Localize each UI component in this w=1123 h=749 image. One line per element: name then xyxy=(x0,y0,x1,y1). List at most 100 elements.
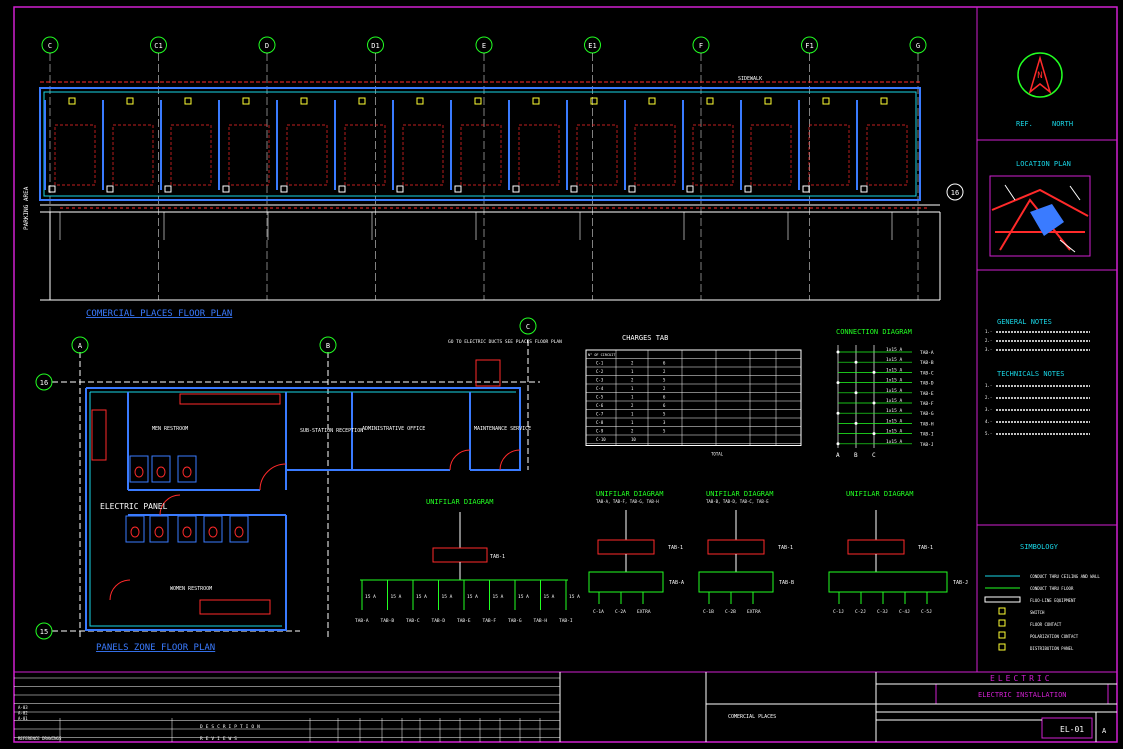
table-cell: 2 xyxy=(663,369,666,374)
unifilar-title: UNIFILAR DIAGRAM xyxy=(596,490,663,498)
simbology-title: SIMBOLOGY xyxy=(1020,543,1059,551)
location-plan-title: LOCATION PLAN xyxy=(1016,160,1071,168)
toilet-icon xyxy=(134,466,144,478)
panel-label: TAB-1 xyxy=(490,554,505,560)
door xyxy=(159,494,181,516)
tab-label: TAB-D xyxy=(432,618,446,624)
charges-tab-title: CHARGES TAB xyxy=(622,334,668,342)
breaker-label: 15 A xyxy=(518,594,529,600)
column xyxy=(744,185,752,193)
breaker-label: 1x15 A xyxy=(886,418,903,424)
building-outline xyxy=(39,87,921,201)
note-number: 1.- xyxy=(985,383,992,388)
stall xyxy=(129,455,149,483)
tap xyxy=(854,391,858,395)
circuit-run xyxy=(344,124,386,186)
column xyxy=(48,185,56,193)
circuit-run xyxy=(54,124,96,186)
map-detail xyxy=(1004,184,1081,253)
column xyxy=(628,185,636,193)
panels-inner-walls xyxy=(89,391,516,627)
room-women: WOMEN RESTROOM xyxy=(170,586,212,592)
simbology-list: CONDUCT THRU CEILING AND WALL CONDUCT THR… xyxy=(984,574,1100,651)
note-number: 2.- xyxy=(985,338,992,343)
circuit-label: C-1B xyxy=(703,609,714,615)
title-block: ELECTRIC ELECTRIC INSTALLATION EL-01 A C… xyxy=(559,672,1117,742)
busbar-box xyxy=(828,571,948,593)
stall xyxy=(149,515,169,543)
grid-label: F xyxy=(699,42,703,50)
table-header: N° OF CIRCUIT xyxy=(588,353,616,357)
breaker-label: 1x15 A xyxy=(886,429,903,435)
tap xyxy=(854,360,858,364)
out-tab-label: TAB-A xyxy=(669,580,684,586)
tab-label: TAB-F xyxy=(483,618,497,624)
column xyxy=(396,185,404,193)
unifilar-main-title: UNIFILAR DIAGRAM xyxy=(426,498,493,506)
tab-label: TAB-G xyxy=(920,411,934,417)
column xyxy=(512,185,520,193)
symbol-icon xyxy=(998,619,1006,627)
compass-ref: REF. xyxy=(1016,120,1033,128)
parking-label: PARKING AREA xyxy=(23,186,30,230)
toilet-icon xyxy=(182,466,192,478)
panels-walls xyxy=(85,387,521,631)
grid-label: C xyxy=(526,323,530,331)
room-substation: SUB-STATION RECEPTION xyxy=(300,428,363,434)
outlet xyxy=(68,97,76,105)
sink-counter xyxy=(199,599,271,615)
panels-zone-plan: MEN RESTROOM WOMEN RESTROOM SUB-STATION … xyxy=(52,339,562,653)
outlet xyxy=(300,97,308,105)
outlet xyxy=(358,97,366,105)
circuit-label: C-3J xyxy=(877,609,888,615)
stall xyxy=(177,515,197,543)
table-cell: 5 xyxy=(663,429,666,434)
tab-label: TAB-E xyxy=(457,618,471,624)
busbar-box xyxy=(698,571,774,593)
revision: A xyxy=(1102,727,1107,735)
note-number: 3.- xyxy=(985,347,992,352)
breaker-label: 1x15 A xyxy=(886,367,903,373)
tab-label: TAB-E xyxy=(920,391,934,397)
outlet xyxy=(474,97,482,105)
grid-label: A xyxy=(78,342,83,350)
compass-circle xyxy=(1017,52,1063,98)
table-cell: 1 xyxy=(631,395,634,400)
column xyxy=(164,185,172,193)
tab-label: TAB-G xyxy=(508,618,522,624)
toilet-icon xyxy=(208,526,218,538)
table-cell: 1 xyxy=(631,386,634,391)
tab-label: TAB-A xyxy=(920,350,934,356)
tab-label: TAB-I xyxy=(920,432,934,438)
table-cell: 1 xyxy=(631,412,634,417)
tab-label: TAB-B xyxy=(920,360,934,366)
panel-label: TAB-1 xyxy=(918,545,933,551)
circuit-run xyxy=(460,124,502,186)
table-cell: 6 xyxy=(663,395,666,400)
stall xyxy=(177,455,197,483)
table-footer: TOTAL xyxy=(711,452,724,457)
table-cell: C-4 xyxy=(596,386,604,391)
breaker-label: 1x15 A xyxy=(886,357,903,363)
note-number: 2.- xyxy=(985,395,992,400)
grid-bubble xyxy=(71,336,89,354)
general-notes-list: 1.-2.-3.- xyxy=(985,329,1090,352)
general-notes-title: GENERAL NOTES xyxy=(997,318,1052,326)
location-map xyxy=(991,184,1089,253)
symbol-label: CONDUCT THRU CEILING AND WALL xyxy=(1030,574,1100,579)
busbar-box xyxy=(588,571,664,593)
table-cell: C-5 xyxy=(596,395,604,400)
room-men: MEN RESTROOM xyxy=(152,426,188,432)
column xyxy=(570,185,578,193)
room-maintenance: MAINTENANCE SERVICE xyxy=(474,426,531,432)
column xyxy=(686,185,694,193)
symbol-icon xyxy=(998,607,1006,615)
symbol-label: CONDUCT THRU FLOOR xyxy=(1030,586,1074,591)
location-map-frame xyxy=(989,175,1091,257)
floor-plan-title: COMERCIAL PLACES FLOOR PLAN xyxy=(86,309,232,319)
breaker-label: 15 A xyxy=(493,594,504,600)
outlet xyxy=(242,97,250,105)
